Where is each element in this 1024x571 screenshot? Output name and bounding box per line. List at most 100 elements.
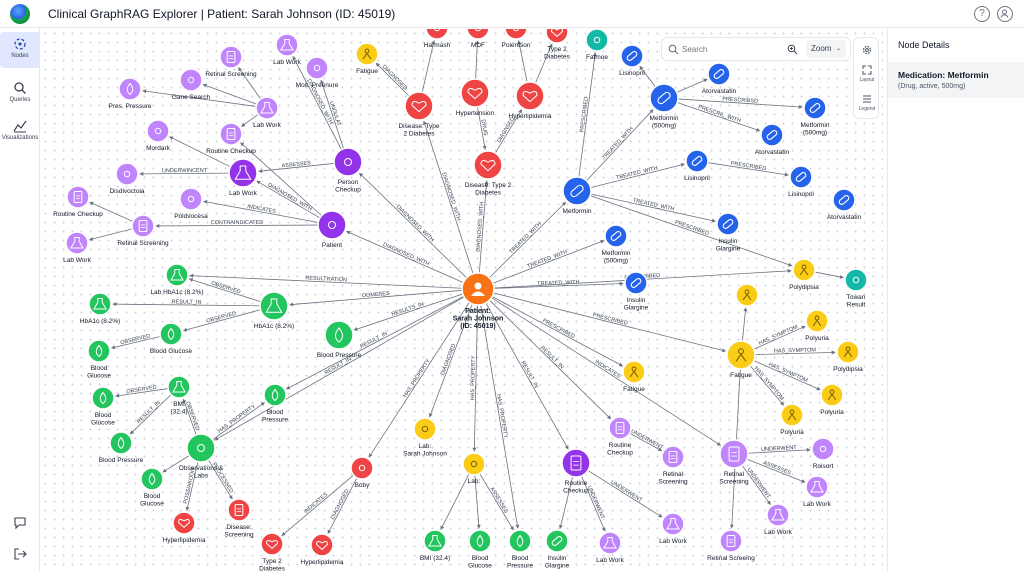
graph-node-lisinopril-m[interactable]: Lisinopril <box>684 149 710 182</box>
graph-edge[interactable]: PRESCRIBSD <box>677 96 803 109</box>
graph-node-gane[interactable]: Gane Search <box>172 68 211 101</box>
graph-edge[interactable]: OBSERVED <box>111 333 161 350</box>
graph-edge[interactable]: PRESCRIL_WITH <box>677 102 761 132</box>
graph-node-lab-work-t2[interactable]: Lab Work <box>253 96 282 129</box>
graph-edge[interactable]: OBSERVED <box>182 309 261 332</box>
graph-edge[interactable]: TREATED_WITH <box>590 163 686 188</box>
graph-node-retinal-s2[interactable]: Retinal Screening <box>117 214 169 247</box>
graph-edge[interactable] <box>238 67 261 100</box>
graph-edge[interactable]: INDICATES <box>203 199 319 223</box>
graph-edge[interactable] <box>142 89 257 107</box>
sidebar-item-nodes[interactable]: Nodes <box>0 32 40 68</box>
graph-edge[interactable]: OBSERVED <box>115 385 169 398</box>
graph-edge[interactable]: DIAGNOSED_WITH <box>423 120 474 274</box>
graph-node-blood-glucose1[interactable]: Blood Glucose <box>150 322 193 355</box>
graph-node-fatigue-c[interactable]: Fatigue <box>726 340 756 379</box>
graph-edge[interactable]: RESULTS_IN <box>353 293 463 331</box>
graph-node-lab-y[interactable]: Lab: <box>462 452 486 485</box>
graph-node-blood-pressure3[interactable]: Blood Pressure <box>99 431 144 464</box>
graph-edge[interactable]: PRESCRIBED <box>707 161 789 177</box>
graph-node-metformin-500c[interactable]: Metformin(500mg) <box>602 224 631 265</box>
graph-node-metformin[interactable]: Metformin <box>562 176 592 215</box>
graph-edge[interactable]: PRESCRIBED <box>491 296 624 367</box>
graph-node-bmi-b[interactable]: BMI (32.4) <box>420 529 450 562</box>
graph-node-fatigue-top[interactable]: Fatigue <box>355 42 379 75</box>
sidebar-item-queries[interactable]: Queries <box>0 76 40 112</box>
graph-node-obs-labs[interactable]: Observations &Labs <box>179 433 224 480</box>
graph-edge[interactable]: UNDERWENT <box>629 429 665 452</box>
graph-edge[interactable]: DIAGNOSED_WITH <box>476 180 489 274</box>
graph-node-atorvastatin1[interactable]: Atorvastatin <box>702 62 737 95</box>
graph-node-disease-screen[interactable]: Disease:Screening <box>224 498 254 539</box>
graph-node-lisinopril-r[interactable]: Lisinopril <box>788 165 814 198</box>
zoom-in-icon[interactable] <box>787 44 798 55</box>
graph-edge[interactable] <box>517 40 528 83</box>
graph-node-bmi-a[interactable]: BMI(32.4) <box>167 375 191 416</box>
graph-edge[interactable]: RESULT_IN <box>112 299 261 307</box>
graph-node-metformin-500a[interactable]: Metformin(500mg) <box>649 83 679 130</box>
graph-node-poldvocesa[interactable]: Poldvocesa <box>174 187 208 220</box>
graph-edge[interactable]: UNDERWENT <box>747 445 811 454</box>
graph-edge[interactable] <box>202 83 257 105</box>
graph-node-polyuria3[interactable]: Polyuria <box>780 403 804 436</box>
graph-edge[interactable] <box>676 78 708 93</box>
graph-edge[interactable]: OBSERVED <box>182 398 200 435</box>
graph-node-lab-hba1c-82a[interactable]: Lab HbA1c (8.2%) <box>150 263 204 296</box>
graph-edge[interactable]: UNDERWINCENT <box>139 168 230 176</box>
graph-node-fatigue-y1[interactable] <box>735 283 759 307</box>
graph-node-hypertension[interactable]: Hypertension <box>456 78 495 117</box>
graph-node-hyperlip-top[interactable]: Hyperlipidemia <box>509 81 552 120</box>
graph-edge[interactable]: RESULTRATION <box>189 273 463 289</box>
graph-edge[interactable]: HAS_PROPERTY <box>212 402 265 441</box>
graph-node-lab-work-p[interactable]: Lab Work <box>228 158 258 197</box>
graph-node-hba1c-82a[interactable]: HbA1c (8.2%) <box>80 292 120 325</box>
graph-node-lab-work-t3[interactable]: Lab Work <box>63 231 92 264</box>
graph-edge[interactable] <box>639 65 656 88</box>
graph-edge[interactable]: DIAGNOSED_WITH <box>346 230 464 283</box>
graph-edge[interactable] <box>474 474 481 529</box>
graph-edge[interactable]: CONTRAINDICATED <box>155 220 319 228</box>
graph-edge[interactable]: TREATED_WITH <box>493 280 624 289</box>
graph-edge[interactable]: HAS_PROPERTY <box>470 304 479 452</box>
graph-node-fatmoe[interactable]: Fatmoe <box>585 29 609 61</box>
graph-node-lab-sarah[interactable]: Lab:Sarah Johnson <box>403 417 447 458</box>
graph-node-fatigue-l[interactable]: Fatigue <box>622 360 646 393</box>
graph-edge[interactable] <box>440 473 470 530</box>
legend-button[interactable]: Legend <box>854 94 880 112</box>
graph-node-atorvastatin2[interactable]: Atorvastatin <box>755 123 790 156</box>
help-icon[interactable]: ? <box>974 6 990 22</box>
graph-node-polyuria1[interactable]: Polyuria <box>805 309 829 342</box>
graph-edge[interactable] <box>89 201 134 222</box>
graph-node-polydipsia2[interactable]: Polydipsia <box>833 340 863 373</box>
graph-node-moit[interactable]: Moit. Preenure <box>296 56 339 89</box>
graph-edge[interactable]: HAS_SYMPTOM <box>754 347 836 356</box>
zoom-select[interactable]: Zoom⌄ <box>806 40 846 58</box>
graph-edge[interactable] <box>169 136 231 168</box>
graph-node-atorvastatin3[interactable]: Atorvastatin <box>827 188 862 221</box>
graph-node-harmash[interactable]: Harmash <box>424 29 451 49</box>
graph-edge[interactable] <box>741 307 748 342</box>
graph-node-hba1c-82b[interactable]: HbA1c (8.2%) <box>254 291 294 330</box>
graph-node-pres-pressure[interactable]: Pres. Pressure <box>109 77 152 110</box>
graph-node-roisort[interactable]: Roisort <box>811 437 835 470</box>
graph-edge[interactable]: TREATED_WITH <box>492 239 605 284</box>
graph-edge[interactable]: OGMESES <box>289 289 463 307</box>
graph-edge[interactable] <box>162 455 190 473</box>
